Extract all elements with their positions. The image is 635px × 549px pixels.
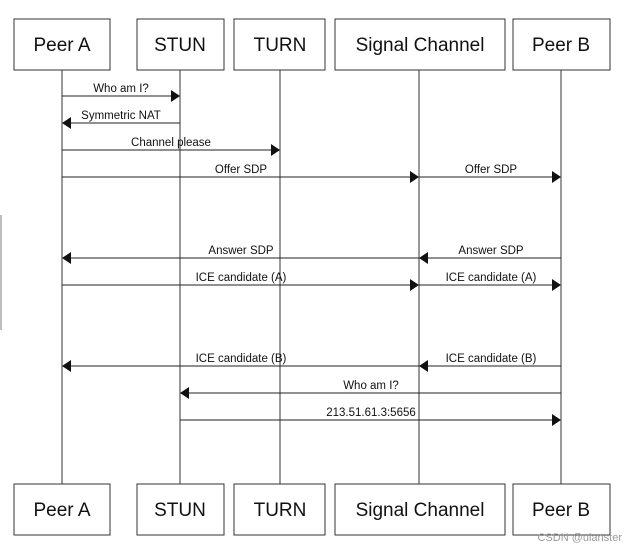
arrow-head-left-icon — [180, 387, 189, 399]
message-offer-sdp-signal-to-b: Offer SDP — [419, 164, 561, 183]
participant-label: Signal Channel — [356, 500, 485, 521]
participant-box-stun-top: STUN — [136, 18, 225, 71]
participant-box-peer-b-top: Peer B — [512, 18, 611, 71]
message-channel-please: Channel please — [62, 137, 280, 156]
participant-box-stun-bottom: STUN — [136, 483, 225, 536]
messages: Who am I? Symmetric NAT Channel please O… — [62, 83, 561, 426]
message-label: Answer SDP — [208, 245, 274, 257]
participant-label: Peer B — [532, 35, 590, 56]
participant-box-signal-channel-top: Signal Channel — [334, 18, 506, 71]
arrow-head-right-icon — [410, 279, 419, 291]
arrow-head-left-icon — [62, 252, 71, 264]
message-label: Channel please — [131, 137, 211, 149]
arrow-head-left-icon — [419, 252, 428, 264]
arrow-head-right-icon — [271, 144, 280, 156]
participant-label: STUN — [154, 500, 206, 521]
participant-box-peer-a-bottom: Peer A — [13, 483, 111, 536]
message-label: Who am I? — [343, 380, 399, 392]
message-label: Symmetric NAT — [81, 110, 161, 122]
left-edge-mark — [0, 215, 2, 330]
message-label: 213.51.61.3:5656 — [326, 407, 416, 419]
message-label: ICE candidate (A) — [446, 272, 537, 284]
message-answer-sdp-signal-to-a: Answer SDP — [62, 245, 419, 264]
message-label: ICE candidate (B) — [196, 353, 287, 365]
arrow-head-right-icon — [171, 90, 180, 102]
message-symmetric-nat: Symmetric NAT — [62, 110, 180, 129]
participants-top: Peer A STUN TURN Signal Channel Peer B — [13, 18, 611, 71]
message-label: ICE candidate (B) — [446, 353, 537, 365]
message-answer-sdp-b-to-signal: Answer SDP — [419, 245, 561, 264]
participant-label: TURN — [254, 500, 307, 521]
message-offer-sdp-a-to-signal: Offer SDP — [62, 164, 419, 183]
participant-label: Signal Channel — [356, 35, 485, 56]
message-ice-candidate-b-b-to-signal: ICE candidate (B) — [419, 353, 561, 372]
arrow-head-right-icon — [552, 279, 561, 291]
participant-label: Peer A — [33, 35, 90, 56]
arrow-head-right-icon — [552, 171, 561, 183]
message-label: Offer SDP — [465, 164, 518, 176]
arrow-head-left-icon — [419, 360, 428, 372]
participant-box-turn-top: TURN — [233, 18, 326, 71]
arrow-head-left-icon — [62, 360, 71, 372]
participant-label: TURN — [254, 35, 307, 56]
participant-label: STUN — [154, 35, 206, 56]
message-label: Who am I? — [93, 83, 149, 95]
participant-box-peer-b-bottom: Peer B — [512, 483, 611, 536]
message-address-stun-to-b: 213.51.61.3:5656 — [180, 407, 561, 426]
participant-label: Peer B — [532, 500, 590, 521]
watermark: CSDN @uianster — [537, 532, 622, 544]
participant-box-signal-channel-bottom: Signal Channel — [334, 483, 506, 536]
message-ice-candidate-a-signal-to-b: ICE candidate (A) — [419, 272, 561, 291]
arrow-head-right-icon — [410, 171, 419, 183]
message-label: Offer SDP — [215, 164, 268, 176]
message-who-am-i-a-to-stun: Who am I? — [62, 83, 180, 102]
message-ice-candidate-a-to-signal: ICE candidate (A) — [62, 272, 419, 291]
participant-box-peer-a-top: Peer A — [13, 18, 111, 71]
message-label: Answer SDP — [458, 245, 524, 257]
message-ice-candidate-b-signal-to-a: ICE candidate (B) — [62, 353, 419, 372]
arrow-head-right-icon — [552, 414, 561, 426]
participant-box-turn-bottom: TURN — [233, 483, 326, 536]
participant-label: Peer A — [33, 500, 90, 521]
lifelines — [61, 70, 562, 484]
arrow-head-left-icon — [62, 117, 71, 129]
participants-bottom: Peer A STUN TURN Signal Channel Peer B — [13, 483, 611, 536]
message-label: ICE candidate (A) — [196, 272, 287, 284]
message-who-am-i-b-to-stun: Who am I? — [180, 380, 561, 399]
